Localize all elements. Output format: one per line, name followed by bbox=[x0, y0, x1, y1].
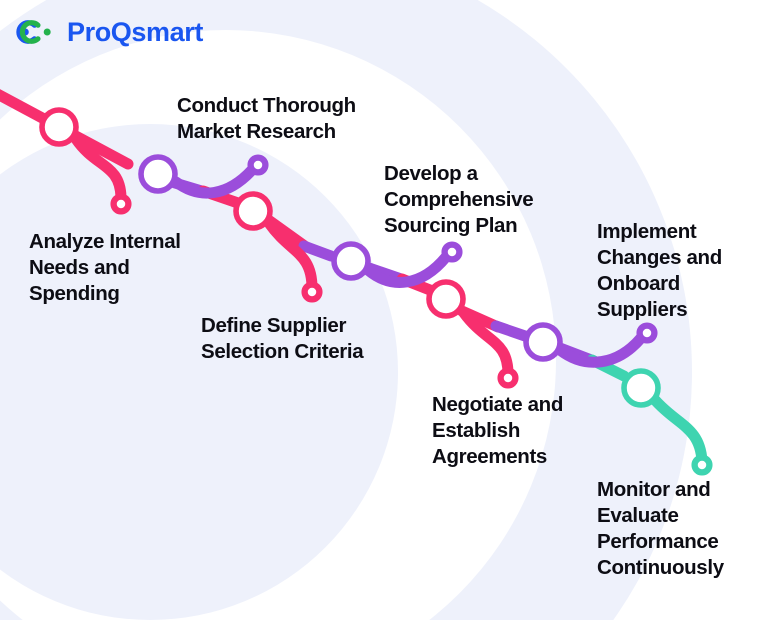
spine-segment-0 bbox=[0, 89, 52, 126]
step-label-3: Define Supplier Selection Criteria bbox=[201, 314, 364, 364]
spine-segment-3b bbox=[298, 240, 337, 262]
node-step-4[interactable] bbox=[331, 241, 371, 281]
node-step-7[interactable] bbox=[621, 368, 661, 408]
end-dot-step-4 bbox=[441, 241, 463, 263]
step-label-2: Conduct Thorough Market Research bbox=[177, 94, 356, 144]
node-step-3[interactable] bbox=[233, 191, 273, 231]
brand-name: ProQsmart bbox=[67, 16, 203, 47]
tail-step-2 bbox=[170, 164, 258, 199]
step-label-7: Monitor and Evaluate Performance Continu… bbox=[597, 478, 724, 580]
end-dot-step-2 bbox=[247, 154, 269, 176]
tail-step-3 bbox=[263, 217, 318, 294]
end-dot-step-7 bbox=[691, 454, 713, 476]
step-label-4: Develop a Comprehensive Sourcing Plan bbox=[384, 162, 534, 238]
circle-dot-icon-green bbox=[19, 20, 51, 44]
end-dot-step-3 bbox=[301, 281, 323, 303]
spine-segment-5b bbox=[490, 320, 531, 342]
tail-step-5 bbox=[458, 307, 514, 380]
tail-step-7 bbox=[649, 394, 708, 467]
end-dot-step-5 bbox=[497, 367, 519, 389]
step-label-5: Negotiate and Establish Agreements bbox=[432, 393, 563, 469]
timeline-nodes bbox=[39, 107, 661, 408]
tail-step-4 bbox=[362, 251, 452, 288]
tail-step-6 bbox=[554, 332, 647, 368]
node-step-6[interactable] bbox=[523, 322, 563, 362]
step-label-6: Implement Changes and Onboard Suppliers bbox=[597, 220, 722, 322]
logo-mark bbox=[16, 20, 51, 44]
timeline-spine bbox=[0, 89, 630, 382]
node-step-2[interactable] bbox=[138, 154, 178, 194]
timeline-end-dots bbox=[110, 154, 713, 476]
node-step-1[interactable] bbox=[39, 107, 79, 147]
end-dot-step-1 bbox=[110, 193, 132, 215]
end-dot-step-6 bbox=[636, 322, 658, 344]
timeline-tails bbox=[70, 133, 708, 467]
brand-logo[interactable]: ProQsmart bbox=[14, 12, 203, 52]
tail-step-1 bbox=[70, 133, 127, 203]
node-step-5[interactable] bbox=[426, 279, 466, 319]
step-label-1: Analyze Internal Needs and Spending bbox=[29, 230, 181, 306]
